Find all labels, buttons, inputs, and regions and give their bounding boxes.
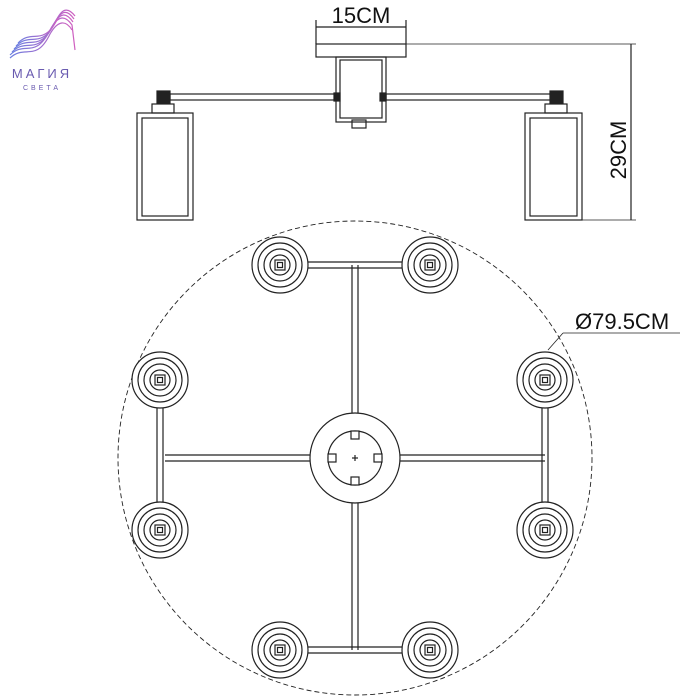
lamp-holder [401, 236, 459, 294]
lamp-holder [516, 351, 574, 409]
lamp-holder [131, 501, 189, 559]
left-shade [136, 112, 194, 221]
diameter-dimension: Ø79.5CM [575, 309, 669, 334]
lamp-holder [401, 621, 459, 679]
diameter-circle [117, 220, 593, 696]
brand-logo: МАГИЯ СВЕТА [9, 9, 76, 92]
side-view [136, 43, 583, 221]
top-view [117, 220, 593, 696]
lamp-holder [251, 621, 309, 679]
logo-text-1: МАГИЯ [12, 66, 72, 81]
lamp-holder [131, 351, 189, 409]
lamp-holder [251, 236, 309, 294]
right-shade [524, 112, 583, 221]
lamp-holder [516, 501, 574, 559]
width-dimension: 15CM [332, 3, 391, 28]
logo-text-2: СВЕТА [23, 85, 61, 92]
height-dimension: 29CM [606, 121, 631, 180]
canopy [315, 43, 407, 58]
